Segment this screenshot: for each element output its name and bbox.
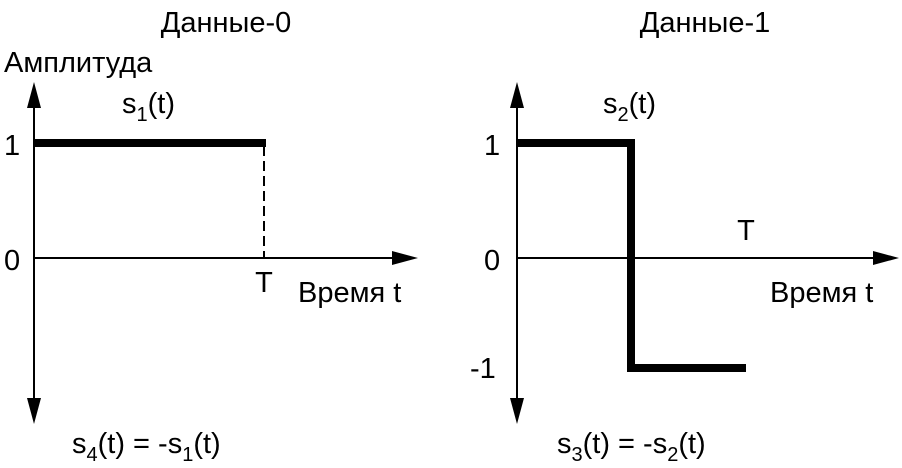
left-tick-T: T <box>255 267 273 299</box>
right-y-axis-arrow-up <box>510 82 524 108</box>
right-tick-neg1: -1 <box>470 353 496 385</box>
s3-formula: s3(t) = -s2(t) <box>557 428 706 466</box>
left-tick-1: 1 <box>4 130 20 162</box>
right-x-axis-arrow <box>873 251 899 265</box>
left-panel: Данные-0 Амплитуда 1 0 T Время t s1(t) s… <box>4 7 418 466</box>
left-y-axis-arrow-up <box>27 82 41 108</box>
y-axis-label: Амплитуда <box>4 47 153 79</box>
right-y-axis-arrow-down <box>510 398 524 424</box>
right-x-axis-label: Время t <box>770 277 873 309</box>
right-tick-T: T <box>737 215 755 247</box>
left-y-axis-arrow-down <box>27 398 41 424</box>
right-tick-1: 1 <box>484 130 500 162</box>
right-panel-title: Данные-1 <box>640 7 771 39</box>
s2-label: s2(t) <box>603 88 656 126</box>
left-y-axis <box>27 82 41 424</box>
left-panel-title: Данные-0 <box>161 7 292 39</box>
left-x-axis-label: Время t <box>298 277 401 309</box>
s2-waveform <box>517 139 746 372</box>
right-x-axis <box>517 251 899 265</box>
left-x-axis <box>34 251 418 265</box>
s1-label: s1(t) <box>122 88 175 126</box>
right-panel: Данные-1 1 0 -1 T Время t s2(t) s3(t) = … <box>470 7 899 466</box>
s4-formula: s4(t) = -s1(t) <box>72 428 221 466</box>
right-tick-0: 0 <box>484 245 500 277</box>
left-tick-0: 0 <box>4 245 20 277</box>
right-y-axis <box>510 82 524 424</box>
left-x-axis-arrow <box>392 251 418 265</box>
